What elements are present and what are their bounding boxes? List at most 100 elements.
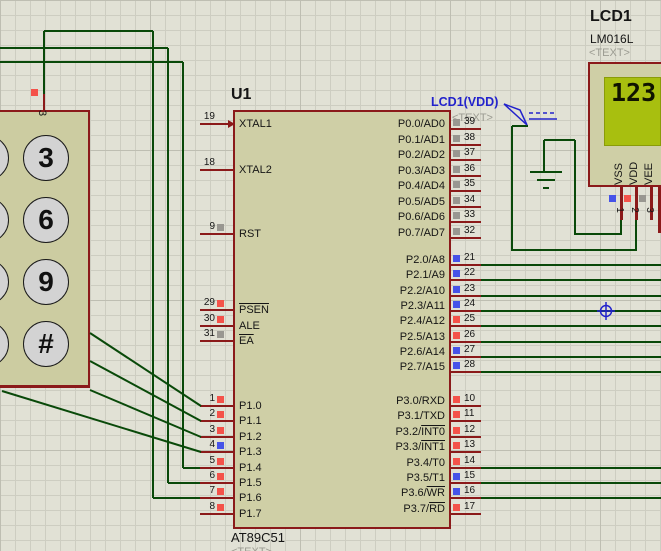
wire-keypad-p11[interactable] — [89, 360, 202, 422]
wire-segment-h8[interactable] — [544, 139, 575, 141]
pin-stub-right-25[interactable] — [451, 325, 481, 327]
wire-segment-h3[interactable] — [153, 497, 200, 499]
pin-stub-right-28[interactable] — [451, 371, 481, 373]
wire-segment-h11[interactable] — [537, 179, 555, 181]
wire-segment-v2[interactable] — [167, 48, 169, 483]
pin-number: 36 — [464, 163, 476, 174]
pin-stub-right-32[interactable] — [451, 237, 481, 239]
wire-segment-v1[interactable] — [152, 31, 154, 498]
pin-stub-right-21[interactable] — [451, 264, 481, 266]
pin-label-overline: EA — [239, 335, 254, 347]
wire-segment-v4[interactable] — [511, 126, 513, 251]
pin-stub-left-3[interactable] — [200, 436, 233, 438]
pin-stub-right-34[interactable] — [451, 206, 481, 208]
pin-stub-left-6[interactable] — [200, 482, 233, 484]
wire-bus-24[interactable] — [481, 310, 661, 312]
wire-segment-h7[interactable] — [512, 249, 637, 251]
wire-keypad-p13[interactable] — [1, 390, 202, 453]
lcd-pin-stub-3[interactable] — [650, 187, 653, 220]
wire-bus-27[interactable] — [481, 356, 661, 358]
pin-stub-right-27[interactable] — [451, 356, 481, 358]
wire-keypad-p10[interactable] — [89, 332, 202, 407]
wire-bus-23[interactable] — [481, 295, 661, 297]
pin-label-overline: RD — [429, 503, 445, 515]
wire-segment-h0[interactable] — [44, 30, 153, 32]
keypad-button-3[interactable]: 3 — [23, 135, 69, 181]
pin-stub-right-24[interactable] — [451, 310, 481, 312]
pin-stub-left-7[interactable] — [200, 497, 233, 499]
pin-stub-right-23[interactable] — [451, 295, 481, 297]
wire-segment-h12[interactable] — [543, 187, 549, 189]
wire-bus-21[interactable] — [481, 264, 661, 266]
keypad-button-9[interactable]: 9 — [23, 259, 69, 305]
wire-bus-28[interactable] — [481, 371, 661, 373]
pin-stub-right-33[interactable] — [451, 221, 481, 223]
chip-body[interactable] — [233, 110, 451, 529]
wire-segment-h5[interactable] — [183, 467, 200, 469]
wire-keypad-p12[interactable] — [89, 389, 202, 438]
pin-stub-right-15[interactable] — [451, 482, 481, 484]
pin-stub-left-29[interactable] — [200, 309, 233, 311]
wire-bus-14[interactable] — [481, 467, 661, 469]
pin-stub-left-9[interactable] — [200, 233, 233, 235]
pin-name: P0.3/AD3 — [397, 165, 445, 177]
keypad-top-pin[interactable] — [43, 94, 45, 110]
wire-bus-22[interactable] — [481, 279, 661, 281]
wire-segment-h1[interactable] — [0, 47, 168, 49]
wire-segment-v6[interactable] — [543, 140, 545, 172]
pin-stub-right-38[interactable] — [451, 144, 481, 146]
pin-stub-left-30[interactable] — [200, 325, 233, 327]
net-label-lcd1-vdd[interactable]: LCD1(VDD) — [431, 95, 499, 109]
voltage-probe-icon[interactable] — [503, 103, 528, 126]
pin-stub-left-1[interactable] — [200, 405, 233, 407]
pin-stub-right-22[interactable] — [451, 279, 481, 281]
pin-stub-left-5[interactable] — [200, 467, 233, 469]
pin-stub-left-8[interactable] — [200, 513, 233, 515]
pin-number: 4 — [209, 439, 215, 450]
pin-stub-right-14[interactable] — [451, 467, 481, 469]
pin-stub-right-36[interactable] — [451, 175, 481, 177]
pin-stub-right-11[interactable] — [451, 420, 481, 422]
chip-part-label[interactable]: AT89C51 — [231, 530, 285, 545]
pin-number: 31 — [203, 328, 215, 339]
wire-bus-16[interactable] — [481, 497, 661, 499]
keypad-button-#[interactable]: # — [23, 321, 69, 367]
pin-stub-left-31[interactable] — [200, 340, 233, 342]
wire-segment-v5[interactable] — [635, 220, 637, 251]
pin-stub-right-12[interactable] — [451, 436, 481, 438]
wire-segment-h10[interactable] — [530, 171, 562, 173]
wire-bus-15[interactable] — [481, 482, 661, 484]
pin-stub-right-35[interactable] — [451, 190, 481, 192]
wire-bus-25[interactable] — [481, 325, 661, 327]
wire-segment-v0[interactable] — [43, 31, 45, 95]
lcd-pin-stub-2[interactable] — [635, 187, 638, 220]
lcd-part-label[interactable]: LM016L — [590, 32, 634, 46]
pin-stub-right-16[interactable] — [451, 497, 481, 499]
wire-segment-v8[interactable] — [620, 220, 622, 235]
pin-stub-right-10[interactable] — [451, 405, 481, 407]
pin-stub-left-18[interactable] — [200, 169, 233, 171]
lcd-pin-stub-clipped[interactable] — [658, 187, 661, 233]
wire-segment-h9[interactable] — [575, 233, 622, 235]
pin-number: 5 — [209, 455, 215, 466]
pin-stub-right-37[interactable] — [451, 159, 481, 161]
pin-state-square — [453, 411, 460, 418]
pin-stub-right-17[interactable] — [451, 513, 481, 515]
chip-ref-label[interactable]: U1 — [231, 86, 252, 103]
pin-stub-right-39[interactable] — [451, 128, 481, 130]
pin-stub-left-4[interactable] — [200, 451, 233, 453]
wire-segment-h2[interactable] — [0, 61, 183, 63]
pin-stub-left-19[interactable] — [200, 123, 233, 125]
wire-bus-26[interactable] — [481, 341, 661, 343]
lcd-pin-stub-1[interactable] — [620, 187, 623, 220]
wire-segment-h4[interactable] — [168, 482, 200, 484]
wire-segment-v3[interactable] — [182, 62, 184, 468]
wire-segment-h6[interactable] — [512, 125, 528, 127]
pin-stub-right-13[interactable] — [451, 451, 481, 453]
keypad-button-6[interactable]: 6 — [23, 197, 69, 243]
wire-segment-v7[interactable] — [574, 140, 576, 235]
pin-stub-left-2[interactable] — [200, 420, 233, 422]
lcd-ref-label[interactable]: LCD1 — [590, 8, 632, 25]
pin-stub-right-26[interactable] — [451, 341, 481, 343]
pin-name: P0.1/AD1 — [397, 134, 445, 146]
